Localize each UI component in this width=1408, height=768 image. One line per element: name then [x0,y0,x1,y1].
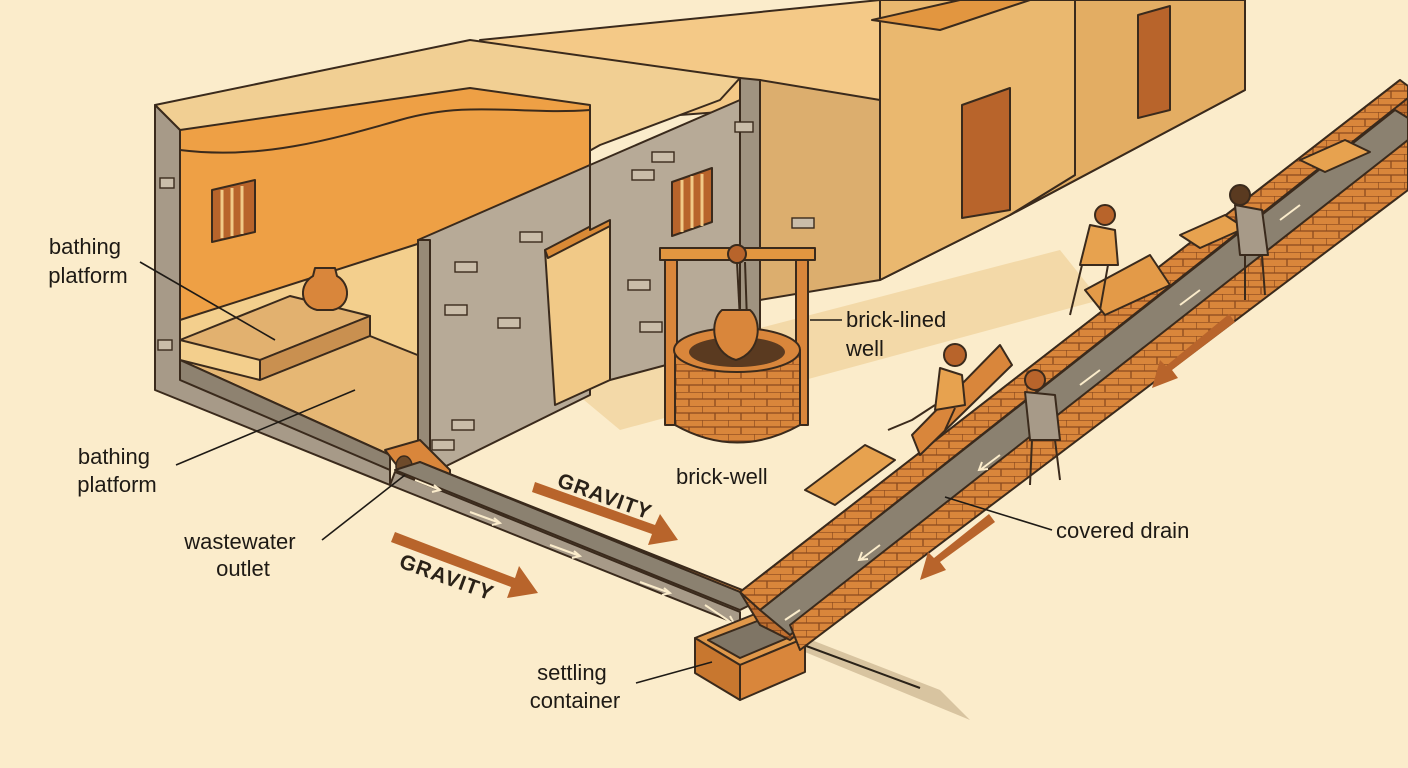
flow-arrow-right-lower [920,514,995,580]
gravity-arrow-upper [532,482,678,545]
label-wastewater-outlet: wastewater outlet [183,529,301,581]
cover-slab [804,444,896,506]
label-bathing-platform-lower: bathing platform [77,444,156,497]
worker-laying-bricks [1229,184,1269,300]
leader-wastewater-outlet [321,474,406,541]
brick-well [659,244,816,444]
label-brick-well: brick-well [676,464,768,489]
leader-covered-drain [944,496,1053,531]
window-right [671,167,713,237]
leader-bathing-platform-lower [175,389,356,466]
back-doorway-2 [1137,5,1171,119]
flow-arrow-right-upper [1152,314,1235,388]
gravity-arrow-lower [391,532,538,598]
cover-slab [1084,254,1171,316]
leader-bathing-platform-upper [139,261,276,341]
label-bathing-platform-upper: bathing platform [48,234,127,288]
window-left [211,179,256,243]
cover-slab [1299,139,1371,173]
house-drain [389,461,781,627]
worker-carrying-slab [1069,204,1119,316]
cutaway-house [154,39,815,491]
label-settling-container: settling container [530,660,621,713]
label-covered-drain: covered drain [1056,518,1189,543]
clay-pot [302,267,348,311]
back-doorway [961,87,1011,219]
drain-shadow [760,620,970,720]
worker-kneeling [887,343,967,431]
worker-standing [1024,369,1061,486]
label-brick-lined-well: brick-lined well [845,307,952,361]
leader-settling-container [635,661,713,684]
